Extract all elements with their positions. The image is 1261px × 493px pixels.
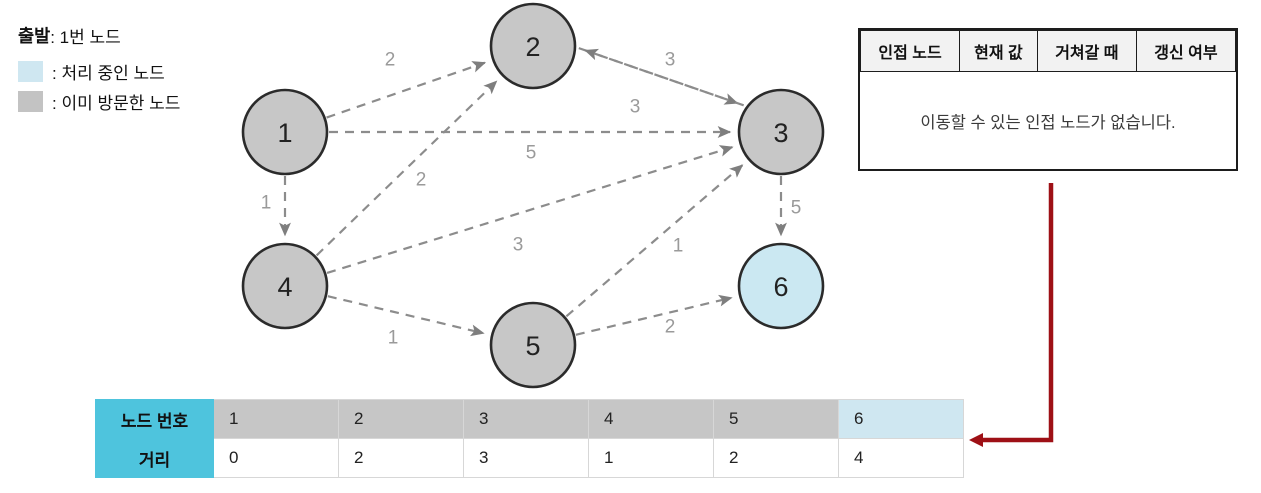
distance-table-node-label: 노드 번호 bbox=[95, 399, 214, 439]
info-table-header-row: 인접 노드 현재 값 거쳐갈 때 갱신 여부 bbox=[859, 30, 1237, 72]
graph-node-circle-1 bbox=[241, 88, 329, 176]
edge-weight-2-to-3: 3 bbox=[665, 50, 676, 71]
distance-table-node-cell-1: 1 bbox=[213, 399, 339, 439]
connector-line bbox=[983, 183, 1054, 443]
graph-node-label-2: 2 bbox=[525, 32, 540, 62]
graph-node-circle-2 bbox=[489, 2, 577, 90]
graph-node-1[interactable]: 1 bbox=[241, 88, 329, 176]
distance-table-node-cell-2: 2 bbox=[338, 399, 464, 439]
graph-node-circle-6 bbox=[737, 242, 825, 330]
edge-weight-1-to-2: 2 bbox=[385, 50, 396, 71]
distance-table-distance-cell-2: 2 bbox=[338, 438, 464, 478]
graph-node-3[interactable]: 3 bbox=[737, 88, 825, 176]
graph-edge-4-to-3 bbox=[326, 145, 734, 275]
connector-arrowhead bbox=[969, 433, 983, 447]
adjacent-node-info-table: 인접 노드 현재 값 거쳐갈 때 갱신 여부 이동할 수 있는 인접 노드가 없… bbox=[858, 28, 1238, 171]
legend-start-line: 출발: 1번 노드 bbox=[18, 20, 258, 50]
edge-weight-5-to-3: 1 bbox=[673, 236, 684, 257]
graph-edge-weights: 2 5 1 3 3 5 2 3 1 1 2 bbox=[261, 50, 802, 349]
edge-weight-1-to-3: 5 bbox=[526, 143, 537, 164]
distance-table-distance-label: 거리 bbox=[95, 438, 214, 478]
legend: 출발: 1번 노드 : 처리 중인 노드 : 이미 방문한 노드 bbox=[18, 20, 258, 116]
graph-node-5[interactable]: 5 bbox=[489, 301, 577, 389]
graph-edge-4-to-2 bbox=[315, 80, 498, 257]
info-table-message-row: 이동할 수 있는 인접 노드가 없습니다. bbox=[861, 72, 1236, 170]
legend-visited-label: : 이미 방문한 노드 bbox=[52, 93, 181, 113]
edge-weight-5-to-6: 2 bbox=[665, 317, 676, 338]
info-header-via: 거쳐갈 때 bbox=[1036, 30, 1137, 72]
graph-node-label-6: 6 bbox=[773, 272, 788, 302]
distance-table-node-cell-5: 5 bbox=[713, 399, 839, 439]
graph-edge-3-to-2 bbox=[584, 48, 745, 107]
info-table-message: 이동할 수 있는 인접 노드가 없습니다. bbox=[920, 113, 1176, 132]
edge-weight-4-to-3: 3 bbox=[513, 235, 524, 256]
legend-processing-line: : 처리 중인 노드 bbox=[18, 56, 258, 86]
graph-edges bbox=[279, 47, 787, 337]
legend-processing-swatch bbox=[18, 60, 43, 82]
graph-node-circle-3 bbox=[737, 88, 825, 176]
legend-processing-label: : 처리 중인 노드 bbox=[52, 63, 165, 83]
graph-diagram: 2 5 1 3 3 5 2 3 1 1 2 1 2 3 4 5 6 bbox=[241, 2, 825, 389]
edge-weight-4-to-5: 1 bbox=[388, 328, 399, 349]
info-header-adjacent-node: 인접 노드 bbox=[859, 30, 961, 72]
graph-node-4[interactable]: 4 bbox=[241, 242, 329, 330]
graph-node-label-3: 3 bbox=[773, 118, 788, 148]
edge-weight-3-to-2: 3 bbox=[630, 97, 641, 118]
graph-edge-4-to-5 bbox=[327, 295, 485, 337]
graph-node-label-5: 5 bbox=[525, 331, 540, 361]
graph-node-label-4: 4 bbox=[277, 272, 292, 302]
graph-edge-5-to-3 bbox=[565, 164, 744, 318]
graph-node-circle-5 bbox=[489, 301, 577, 389]
distance-table-distance-cell-1: 0 bbox=[213, 438, 339, 478]
legend-visited-line: : 이미 방문한 노드 bbox=[18, 86, 258, 116]
edge-weight-3-to-6: 5 bbox=[791, 198, 802, 219]
info-header-update-status: 갱신 여부 bbox=[1135, 30, 1237, 72]
legend-start-value: : 1번 노드 bbox=[50, 27, 121, 47]
graph-node-6[interactable]: 6 bbox=[737, 242, 825, 330]
table-to-row-connector-arrow bbox=[969, 183, 1054, 447]
edge-weight-4-to-2: 2 bbox=[416, 170, 427, 191]
graph-node-label-1: 1 bbox=[277, 118, 292, 148]
distance-table-node-cell-6: 6 bbox=[838, 399, 964, 439]
info-header-current-value: 현재 값 bbox=[959, 30, 1038, 72]
graph-edge-2-to-3 bbox=[578, 47, 739, 105]
legend-start-label: 출발 bbox=[18, 25, 51, 46]
edge-weight-1-to-4: 1 bbox=[261, 193, 272, 214]
graph-node-circle-4 bbox=[241, 242, 329, 330]
graph-edge-5-to-6 bbox=[575, 294, 733, 336]
graph-nodes: 1 2 3 4 5 6 bbox=[241, 2, 825, 389]
distance-table-distance-cell-6: 4 bbox=[838, 438, 964, 478]
graph-node-2[interactable]: 2 bbox=[489, 2, 577, 90]
distance-table-node-cell-4: 4 bbox=[588, 399, 714, 439]
distance-table-node-cell-3: 3 bbox=[463, 399, 589, 439]
distance-table-distance-cell-4: 1 bbox=[588, 438, 714, 478]
graph-edge-1-to-2 bbox=[326, 61, 487, 119]
distance-table-distance-cell-3: 3 bbox=[463, 438, 589, 478]
distance-table-distance-cell-5: 2 bbox=[713, 438, 839, 478]
legend-visited-swatch bbox=[18, 90, 43, 112]
